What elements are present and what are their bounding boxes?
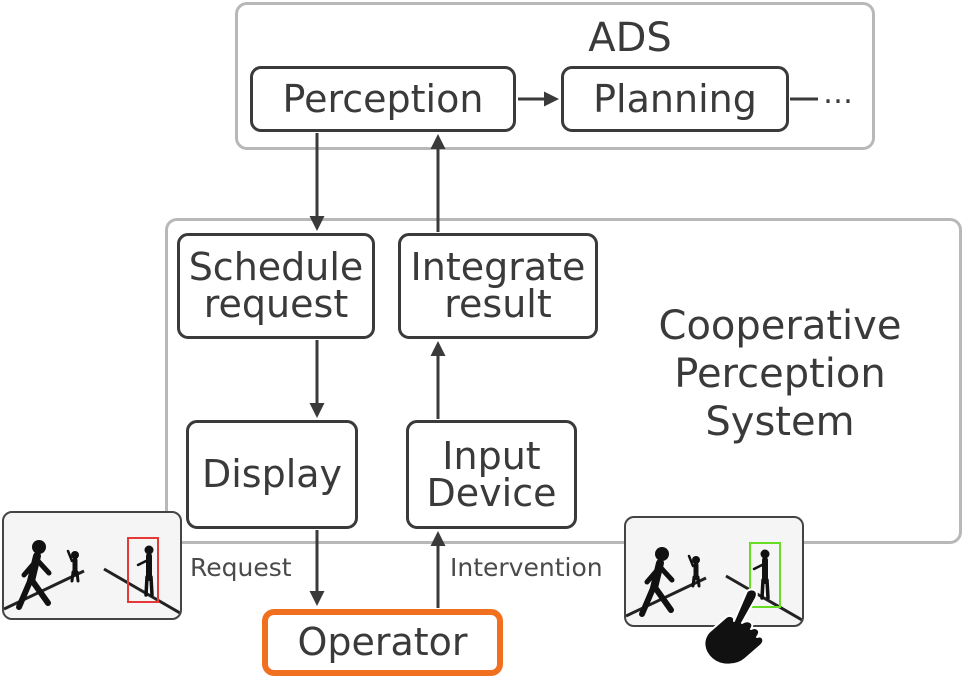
cooperative-perception-group [165, 218, 962, 544]
ads-title: ADS [588, 15, 672, 61]
phone-person-icon [136, 545, 154, 597]
planning-box: Planning [561, 66, 789, 132]
display-box: Display [186, 420, 358, 529]
schedule-request-box: Schedule request [177, 233, 375, 339]
intervention-scene-image [624, 516, 804, 627]
phone-person-icon [66, 549, 80, 583]
phone-person-icon [687, 554, 701, 588]
ads-group [235, 2, 875, 150]
intervention-label: Intervention [450, 553, 603, 582]
input-device-box: Input Device [406, 420, 577, 529]
request-scene-image [2, 511, 182, 620]
walking-person-icon [16, 540, 52, 610]
request-bbox [127, 537, 159, 603]
continuation-dots: … [823, 76, 853, 111]
perception-box: Perception [250, 66, 516, 132]
intervention-bbox [749, 542, 781, 608]
walking-person-icon [639, 547, 675, 617]
integrate-result-box: Integrate result [398, 233, 598, 339]
request-label: Request [190, 553, 292, 582]
operator-box: Operator [262, 609, 503, 676]
pointing-hand-icon [703, 588, 765, 666]
phone-person-icon [752, 549, 770, 600]
cooperative-perception-title: Cooperative Perception System [658, 303, 902, 445]
